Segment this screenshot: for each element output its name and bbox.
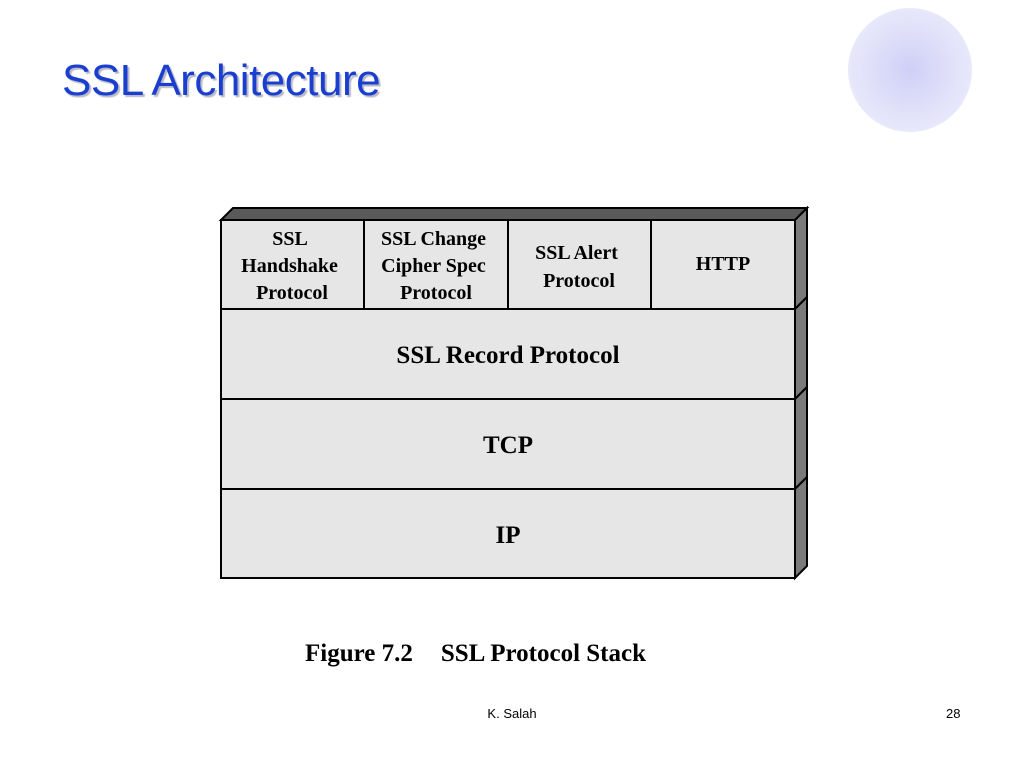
stack-side-face-top-row [794, 205, 808, 312]
decorative-circle [848, 8, 972, 132]
page-number: 28 [946, 706, 961, 721]
label-ssl-change-cipher-spec: SSL Change Cipher Spec Protocol [381, 228, 491, 304]
label-ssl-record-protocol: SSL Record Protocol [396, 342, 619, 369]
figure-caption: Figure 7.2 SSL Protocol Stack [305, 640, 646, 668]
stack-side-face-ip [794, 474, 808, 581]
box-ssl-alert [507, 219, 652, 310]
stack-top-face [218, 207, 810, 221]
label-tcp: TCP [483, 432, 533, 459]
box-tcp [220, 398, 796, 490]
stack-side-face-record [794, 294, 808, 402]
box-ssl-change-cipher-spec [363, 219, 509, 310]
caption-figure-number: Figure 7.2 [305, 640, 413, 667]
label-http: HTTP [696, 253, 750, 275]
label-ip: IP [496, 522, 521, 549]
box-ip [220, 488, 796, 579]
label-ssl-handshake: SSL Handshake Protocol [241, 228, 343, 304]
caption-text: SSL Protocol Stack [440, 640, 646, 667]
footer-author: K. Salah [487, 706, 537, 721]
label-ssl-alert: SSL Alert Protocol [535, 242, 623, 292]
slide-title: SSL Architecture [62, 56, 381, 105]
stack-side-face-tcp [794, 384, 808, 492]
